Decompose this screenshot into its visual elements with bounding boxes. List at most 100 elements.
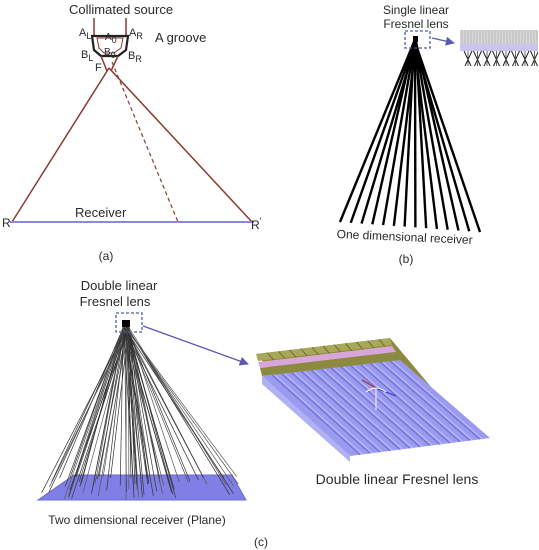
ray-c xyxy=(124,326,239,485)
point-r-right-letter: R xyxy=(251,218,260,232)
bottom-ridge-highlight xyxy=(373,363,464,443)
bottom-ridge-highlight xyxy=(363,364,454,444)
inset-ray xyxy=(492,50,500,67)
point-f: F xyxy=(95,62,102,74)
bottom-ridge-highlight xyxy=(294,372,384,453)
bottom-ridge-highlight xyxy=(274,374,364,456)
ray-b xyxy=(349,41,417,224)
panel-a-caption: (a) xyxy=(98,249,114,263)
point-r-right: R' xyxy=(251,216,261,232)
receiver-label-a: Receiver xyxy=(75,205,127,220)
ray-c xyxy=(123,326,225,479)
bottom-ridge-highlight xyxy=(284,373,374,454)
ray-c xyxy=(97,326,128,480)
panel-b-caption: (b) xyxy=(398,252,414,266)
inset-ray xyxy=(482,50,491,67)
point-a-0-letter: A xyxy=(105,32,112,43)
bottom-ridge-highlight xyxy=(383,361,474,441)
converge-ray-left xyxy=(100,55,108,72)
point-b-l-sub: L xyxy=(88,53,94,63)
ray-c xyxy=(123,326,135,498)
point-a-l: AL xyxy=(79,27,91,41)
ray-c xyxy=(41,326,128,494)
bottom-ridge-highlight xyxy=(304,371,394,452)
double-lens-marker xyxy=(122,320,130,327)
inset-ray xyxy=(493,50,501,67)
inset-ray xyxy=(511,50,519,67)
ray-c xyxy=(126,326,143,498)
panel-c-drawing xyxy=(36,312,490,501)
bottom-ridge-highlight xyxy=(333,367,424,448)
bottom-ridge-highlight xyxy=(343,366,434,447)
bottom-ridge xyxy=(320,368,411,449)
ray-c xyxy=(128,326,145,495)
inset-ray xyxy=(464,50,473,67)
groove-inner xyxy=(96,37,124,54)
panel-c-title-line1: Double linear xyxy=(80,278,158,293)
ray-c xyxy=(125,326,138,486)
diverge-ray-right xyxy=(108,67,253,223)
point-a-0-sub: 0 xyxy=(111,35,117,45)
point-a-l-letter: A xyxy=(79,27,87,39)
panel-b-title-line1: Single linear xyxy=(382,3,450,17)
ray-b xyxy=(412,41,439,230)
ray-c xyxy=(110,326,129,478)
point-a-l-sub: L xyxy=(86,31,92,41)
inset-ray xyxy=(463,50,472,67)
point-r-left: R xyxy=(2,216,11,230)
ray-c xyxy=(127,326,173,495)
ray-c xyxy=(119,326,124,486)
ray-c xyxy=(124,326,149,485)
single-lens-zoom-arrow xyxy=(431,36,455,46)
single-lens-marker xyxy=(413,36,418,42)
ray-c xyxy=(126,326,191,482)
bottom-ridge xyxy=(360,364,451,444)
point-b-r: BR xyxy=(128,50,142,64)
bottom-ridge xyxy=(370,362,461,443)
ray-c xyxy=(102,326,128,478)
inset-ray xyxy=(501,50,510,67)
bottom-ridge xyxy=(389,360,481,440)
double-lens-3d xyxy=(256,338,490,462)
bottom-ridge xyxy=(281,373,371,454)
bottom-ridge-highlight xyxy=(314,369,404,450)
ray-b xyxy=(413,41,449,230)
ray-c xyxy=(124,326,189,483)
ray-b xyxy=(381,41,417,226)
ray-b xyxy=(413,41,482,233)
double-lens-label: Double linear Fresnel lens xyxy=(315,471,479,487)
bottom-ridge-highlight xyxy=(392,360,484,440)
ray-c xyxy=(127,326,138,477)
inset-ray xyxy=(483,50,492,67)
ray-b xyxy=(412,41,471,232)
double-lens-ray-fan xyxy=(41,326,239,500)
bottom-ridge xyxy=(291,372,381,453)
converge-ray-right xyxy=(110,55,119,72)
panel-a-title: Collimated source xyxy=(69,2,174,17)
panel-b-title-line2: Fresnel lens xyxy=(383,17,449,31)
point-b-l-letter: B xyxy=(81,49,89,61)
bottom-ridge xyxy=(271,374,361,456)
point-b-0: B0 xyxy=(104,47,116,60)
point-a-r-letter: A xyxy=(129,27,137,39)
ray-c xyxy=(123,326,165,486)
point-a-r: AR xyxy=(129,27,143,41)
point-b-r-sub: R xyxy=(135,54,142,64)
point-r-right-prime: ' xyxy=(259,216,262,226)
bottom-ridge xyxy=(310,369,401,451)
ray-b xyxy=(338,41,416,223)
diverge-ray-left xyxy=(11,67,110,223)
point-b-0-letter: B xyxy=(104,47,111,58)
point-b-r-letter: B xyxy=(128,50,136,62)
double-lens-zoom-arrow xyxy=(142,325,249,366)
ray-c xyxy=(125,326,238,478)
point-b-0-sub: 0 xyxy=(110,50,116,60)
ray-c xyxy=(94,326,125,484)
panel-c-title-line2: Fresnel lens xyxy=(79,294,151,309)
ray-b xyxy=(371,41,416,225)
bottom-ridge-highlight xyxy=(353,365,444,445)
bottom-ridge xyxy=(379,361,471,442)
bottom-ridge xyxy=(340,366,431,447)
